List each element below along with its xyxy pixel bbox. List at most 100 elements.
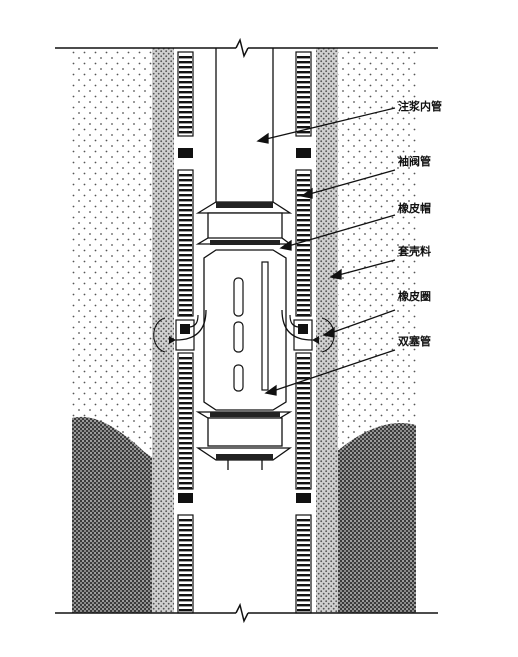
- pipe-wall-rung: [179, 437, 192, 440]
- pipe-wall-rung: [179, 427, 192, 430]
- pipe-wall-rung: [297, 116, 310, 119]
- pipe-wall-rung: [179, 412, 192, 415]
- pipe-wall-rung: [297, 209, 310, 212]
- leader-sleeve-shell-material: [334, 259, 396, 277]
- pipe-wall-rung: [179, 111, 192, 114]
- pipe-wall-rung: [179, 239, 192, 242]
- pipe-wall-rung: [179, 224, 192, 227]
- pipe-wall-rung: [179, 249, 192, 252]
- pipe-wall-rung: [179, 209, 192, 212]
- pipe-wall-rung: [179, 534, 192, 537]
- pipe-wall-rung: [179, 174, 192, 177]
- grout-inner-pipe-lower: [227, 460, 263, 470]
- pipe-wall-rung: [179, 254, 192, 257]
- pipe-wall-rung: [297, 397, 310, 400]
- pipe-wall-rung: [297, 304, 310, 307]
- pipe-wall-rung: [297, 199, 310, 202]
- pipe-wall-rung: [179, 204, 192, 207]
- pipe-wall-rungs: [179, 56, 310, 612]
- pipe-wall-rung: [179, 402, 192, 405]
- pipe-wall-rung: [297, 234, 310, 237]
- pipe-wall-rung: [179, 189, 192, 192]
- pipe-wall-rung: [297, 106, 310, 109]
- pipe-wall-rung: [179, 121, 192, 124]
- double-plug-pipe-body: [203, 249, 287, 411]
- pipe-wall-rung: [297, 71, 310, 74]
- pipe-wall-rung: [297, 477, 310, 480]
- pipe-wall-rung: [297, 264, 310, 267]
- pipe-wall-rung: [179, 397, 192, 400]
- pipe-wall-rung: [297, 427, 310, 430]
- pipe-wall-rung: [179, 599, 192, 602]
- pipe-wall-rung: [179, 101, 192, 104]
- pipe-wall-rung: [179, 609, 192, 612]
- pipe-wall-rung: [297, 174, 310, 177]
- pipe-wall-rung: [179, 554, 192, 557]
- pipe-wall-rung: [179, 61, 192, 64]
- pipe-wall-rung: [179, 91, 192, 94]
- pipe-wall-rung: [297, 244, 310, 247]
- pipe-wall-rung: [179, 392, 192, 395]
- pipe-wall-rung: [179, 579, 192, 582]
- pipe-wall-rung: [179, 519, 192, 522]
- pipe-wall-rung: [179, 86, 192, 89]
- pipe-wall-rung: [179, 417, 192, 420]
- pipe-wall-rung: [297, 392, 310, 395]
- pipe-wall-rung: [179, 559, 192, 562]
- pipe-wall-rung: [297, 402, 310, 405]
- pipe-wall-rung: [297, 372, 310, 375]
- pipe-wall-rung: [297, 362, 310, 365]
- pipe-wall-rung: [179, 362, 192, 365]
- pipe-wall-rung: [297, 589, 310, 592]
- pipe-wall-rung: [297, 219, 310, 222]
- leader-double-plug-pipe: [269, 349, 396, 393]
- leader-grout-inner-pipe: [261, 107, 396, 141]
- label-double-plug-pipe: 双塞管: [398, 334, 431, 348]
- pipe-wall-rung: [179, 234, 192, 237]
- grout-inner-pipe: [215, 48, 274, 210]
- rubber-cap-lower: [195, 411, 293, 461]
- pipe-wall-rung: [297, 179, 310, 182]
- pipe-wall-rung: [297, 447, 310, 450]
- pipe-wall-rung: [297, 574, 310, 577]
- pipe-wall-rung: [179, 126, 192, 129]
- pipe-wall-rung: [179, 269, 192, 272]
- pipe-wall-rung: [297, 579, 310, 582]
- pipe-wall-rung: [179, 116, 192, 119]
- pipe-wall-rung: [179, 179, 192, 182]
- pipe-wall-rung: [179, 529, 192, 532]
- pipe-wall-rung: [297, 377, 310, 380]
- label-sleeve-shell-material: 套壳料: [398, 244, 431, 258]
- pipe-wall-rung: [179, 244, 192, 247]
- pipe-wall-rung: [179, 382, 192, 385]
- pipe-wall-rung: [297, 599, 310, 602]
- pipe-wall-rung: [297, 387, 310, 390]
- pipe-wall-rung: [297, 214, 310, 217]
- pipe-wall-rung: [179, 284, 192, 287]
- leader-lines: [256, 107, 396, 396]
- pipe-wall-rung: [179, 544, 192, 547]
- pipe-wall-rung: [297, 66, 310, 69]
- soil-dense-right: [316, 422, 416, 613]
- pipe-wall-rung: [297, 249, 310, 252]
- sleeve-shell-left: [152, 48, 174, 613]
- pipe-wall-rung: [179, 549, 192, 552]
- pipe-wall-rung: [297, 269, 310, 272]
- rubber-cap-upper: [195, 201, 293, 245]
- pipe-wall-rung: [179, 407, 192, 410]
- pipe-wall-rung: [297, 61, 310, 64]
- pipe-wall-rung: [179, 422, 192, 425]
- pipe-wall-rung: [179, 289, 192, 292]
- pipe-wall-rung: [179, 594, 192, 597]
- pipe-wall-rung: [179, 539, 192, 542]
- pipe-wall-rung: [297, 609, 310, 612]
- pipe-wall-rung: [179, 264, 192, 267]
- top-boundary: [55, 37, 438, 59]
- pipe-wall-rung: [297, 204, 310, 207]
- pipe-wall-rung: [297, 274, 310, 277]
- pipe-wall-rung: [297, 457, 310, 460]
- pipe-wall-rung: [179, 131, 192, 134]
- pipe-wall-rung: [179, 199, 192, 202]
